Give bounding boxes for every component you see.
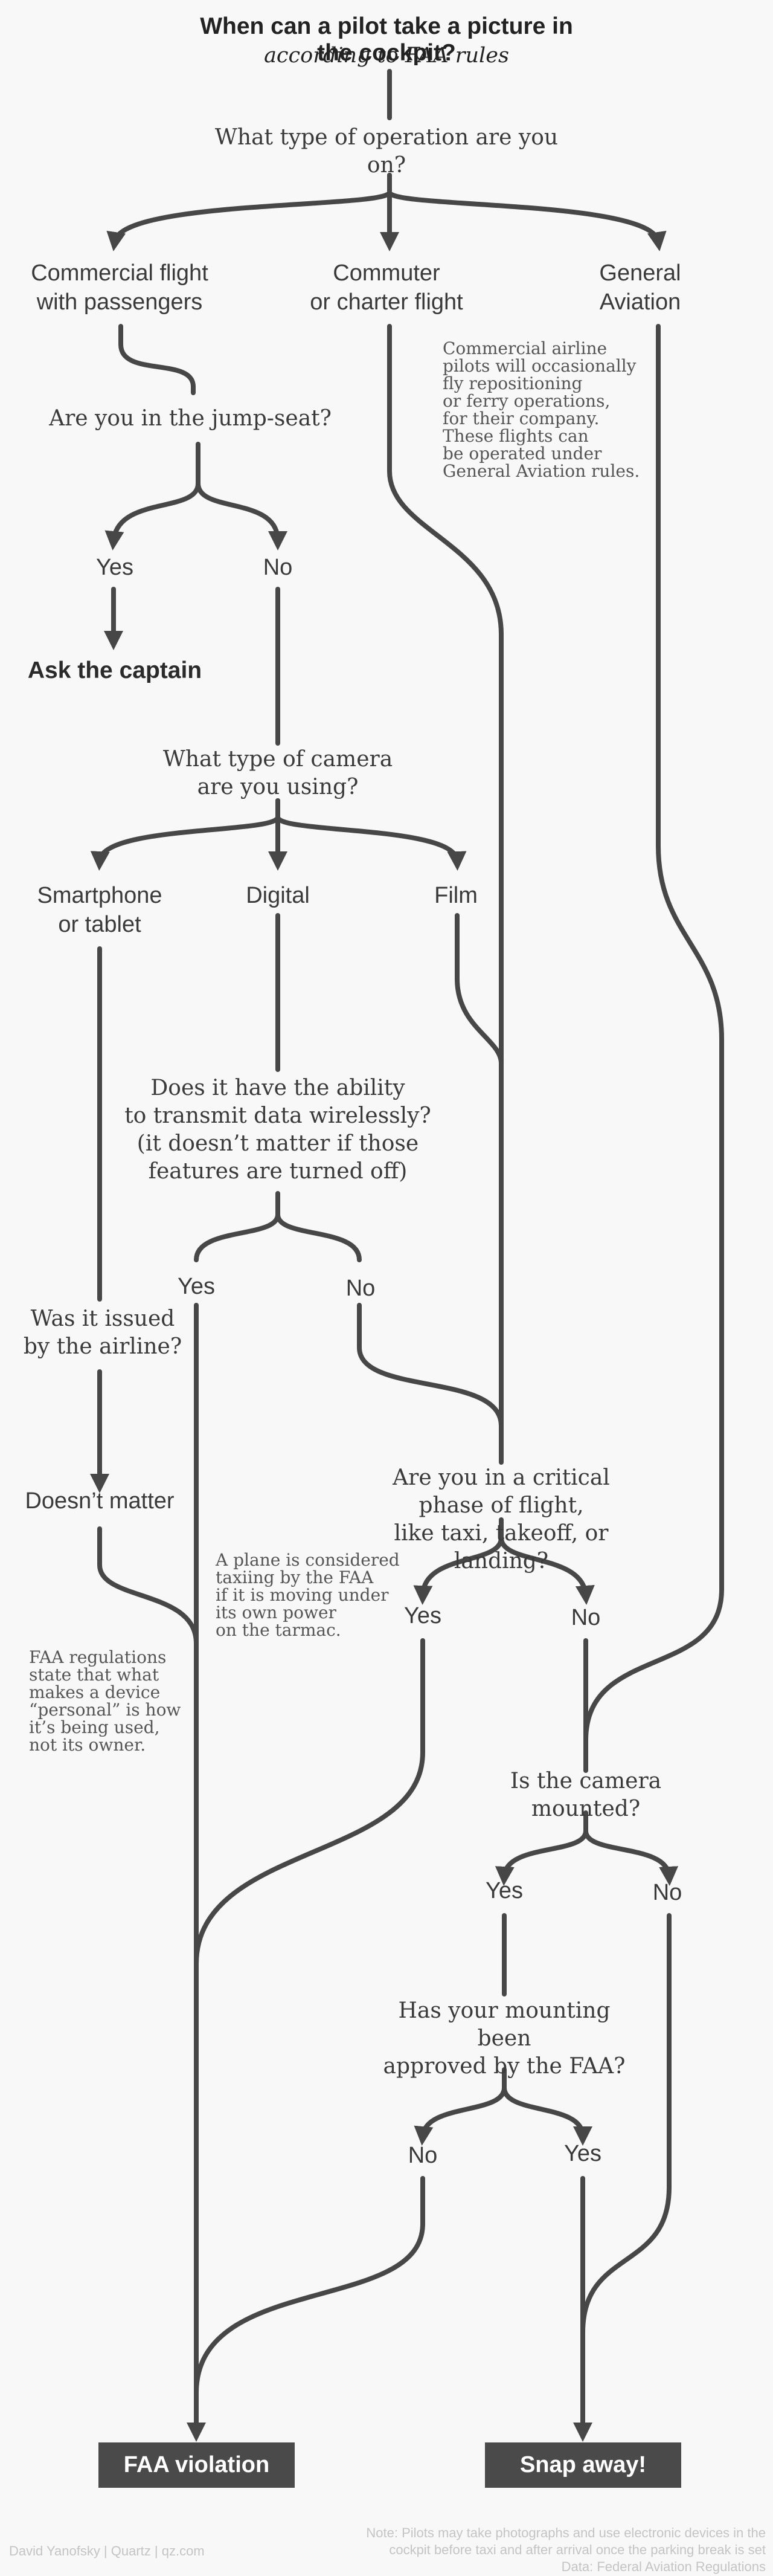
approved-no-to-violation — [194, 2176, 425, 2395]
answer-commercial: Commercial flight with passengers — [31, 260, 208, 315]
commuter-to-critical — [387, 324, 504, 1465]
answer-approved-yes: Yes — [564, 2141, 601, 2166]
answer-mounted-yes: Yes — [486, 1878, 523, 1903]
question-mounted: Is the camera mounted? — [510, 1769, 662, 1821]
question-issued: Was it issued by the airline? — [23, 1306, 182, 1359]
answer-jumpseat-no: No — [263, 555, 293, 580]
answer-wireless-no: No — [345, 1276, 376, 1301]
answer-jumpseat-yes: Yes — [96, 555, 133, 580]
question-camera: What type of camera are you using? — [162, 747, 393, 799]
branch-wireless-yes — [194, 1191, 280, 1262]
doesnt-matter-to-violation — [97, 1526, 199, 1646]
answer-smartphone: Smartphone or tablet — [37, 883, 162, 937]
mounted-no-to-snap — [580, 1913, 672, 2335]
general-to-mounted — [583, 324, 724, 1743]
answer-digital: Digital — [246, 883, 310, 908]
film-to-commuter-line — [455, 913, 504, 1066]
question-operation: What type of operation are you on? — [214, 125, 559, 178]
question-jumpseat: Are you in the jump-seat? — [49, 406, 332, 431]
note-taxiing: A plane is considered taxiing by the FAA… — [216, 1550, 400, 1640]
answer-commuter: Commuter or charter flight — [310, 260, 463, 315]
note-personal: FAA regulations state that what makes a … — [29, 1647, 181, 1755]
question-critical: Are you in a critical phase of flight, l… — [393, 1465, 610, 1574]
branch-critical-no — [499, 1535, 595, 1605]
branch-jumpseat-no — [196, 481, 287, 550]
answer-mounted-no: No — [652, 1880, 682, 1905]
footer-note: Note: Pilots may take photographs and us… — [366, 2525, 766, 2574]
branch-to-commercial — [106, 173, 392, 251]
answer-approved-no: No — [408, 2143, 438, 2168]
branch-jumpseat-yes — [104, 442, 200, 550]
outcome-faa-violation: FAA violation — [98, 2442, 295, 2488]
note-repositioning: Commercial airline pilots will occasiona… — [443, 338, 640, 481]
answer-critical-no: No — [571, 1605, 601, 1630]
commercial-to-jumpseat — [118, 324, 196, 395]
branch-to-smartphone — [90, 798, 280, 871]
footer-credit: David Yanofsky | Quartz | qz.com — [9, 2543, 205, 2558]
branch-mounted-no — [583, 1829, 679, 1886]
chart-subtitle: according to FAA rules — [264, 44, 509, 68]
answer-wireless-yes: Yes — [178, 1274, 215, 1299]
wireless-no-to-critical — [357, 1303, 504, 1428]
question-wireless: Does it have the ability to transmit dat… — [124, 1076, 431, 1184]
outcome-ask-captain: Ask the captain — [27, 657, 202, 683]
answer-general: General Aviation — [599, 260, 681, 315]
chart-title: When can a pilot take a picture in the c… — [200, 13, 573, 66]
critical-yes-to-violation — [194, 1638, 425, 1966]
question-approved: Has your mounting been approved by the F… — [383, 1998, 626, 2079]
outcome-snap-away: Snap away! — [485, 2442, 681, 2488]
answer-doesnt-matter: Doesn’t matter — [25, 1488, 175, 1514]
branch-to-film — [275, 798, 467, 871]
branch-wireless-no — [275, 1212, 362, 1262]
answer-film: Film — [434, 883, 478, 908]
answer-critical-yes: Yes — [404, 1603, 441, 1629]
branch-approved-yes — [502, 2085, 592, 2146]
branch-to-general — [387, 173, 667, 251]
